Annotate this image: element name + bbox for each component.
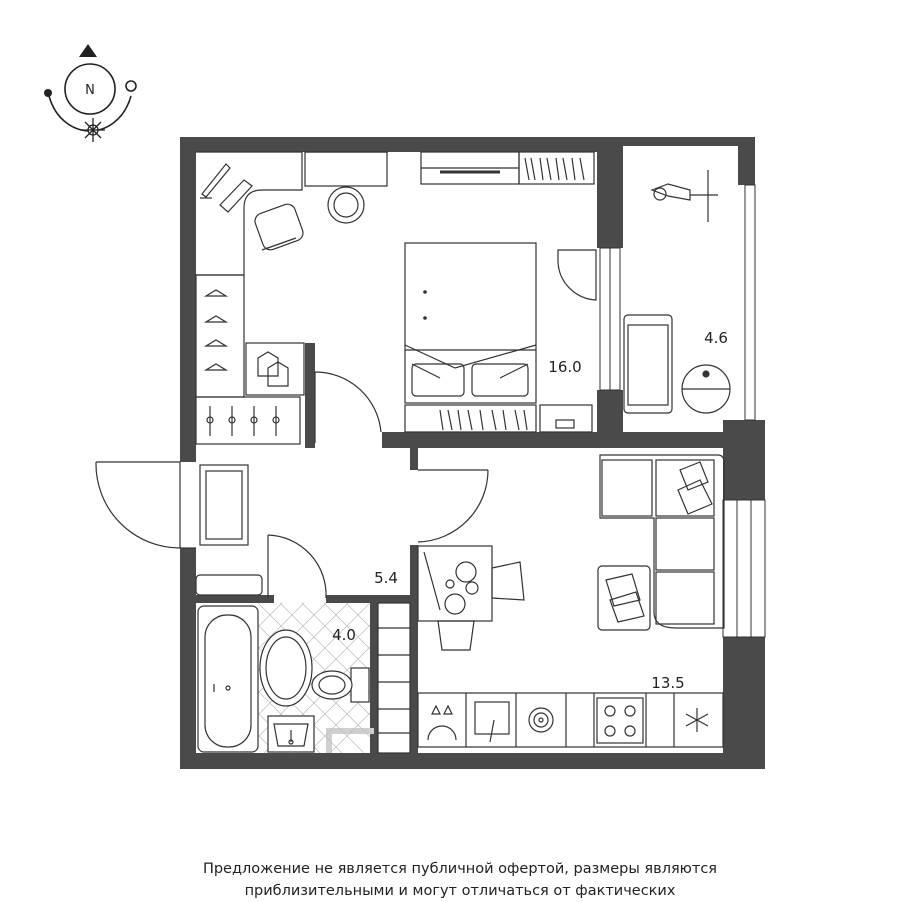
furniture	[195, 151, 731, 754]
living-door	[417, 469, 489, 543]
shelving-unit	[377, 602, 411, 754]
desk	[196, 151, 388, 276]
clothes-shelf	[245, 342, 305, 396]
hall-rug	[199, 464, 249, 546]
doors	[95, 249, 597, 599]
bathroom-door	[267, 534, 327, 599]
balcony-door	[557, 249, 597, 301]
wardrobe-door	[314, 371, 382, 443]
kitchen-counter	[417, 692, 724, 748]
sink	[267, 715, 315, 753]
sun-icon	[81, 118, 105, 142]
exercise-bike	[650, 170, 718, 222]
entrance-door	[95, 461, 181, 549]
balcony-bench	[623, 314, 673, 414]
area-label-kitchen-living: 13.5	[651, 674, 684, 692]
dining-chair-right	[491, 561, 525, 601]
laptop-icon	[200, 163, 231, 199]
book-icon	[219, 179, 253, 213]
bed-bench-shelf	[404, 404, 593, 433]
disclaimer-line-2: приблизительными и могут отличаться от ф…	[244, 883, 676, 899]
area-label-bedroom: 16.0	[548, 358, 581, 376]
compass-north-label: N	[85, 83, 95, 98]
washing-mat	[259, 629, 313, 707]
desk-chair	[254, 203, 304, 251]
toilet	[311, 667, 370, 703]
tv-stand	[420, 151, 520, 185]
windows	[599, 184, 766, 638]
shoe-bench	[195, 574, 263, 596]
area-label-hall: 5.4	[374, 569, 398, 587]
dining-table	[417, 545, 493, 622]
bookshelf-top	[518, 151, 595, 185]
pouf	[327, 186, 365, 224]
bathtub	[197, 605, 259, 753]
walls	[180, 137, 765, 769]
dining-chair-bottom	[437, 620, 475, 651]
area-label-balcony: 4.6	[704, 329, 728, 347]
area-label-bathroom: 4.0	[332, 626, 356, 644]
compass-circle	[64, 63, 116, 115]
compass	[44, 44, 137, 142]
bed	[404, 242, 537, 404]
hall-wardrobe	[195, 396, 301, 445]
wardrobe-left	[195, 274, 245, 398]
sofa	[599, 454, 725, 629]
disclaimer-line-1: Предложение не является публичной оферто…	[202, 861, 718, 877]
snowflake-icon	[685, 708, 709, 732]
north-arrow-icon	[79, 44, 97, 57]
balcony-table	[681, 364, 731, 414]
armchair	[597, 565, 651, 631]
disclaimer: Предложение не является публичной оферто…	[0, 858, 920, 902]
